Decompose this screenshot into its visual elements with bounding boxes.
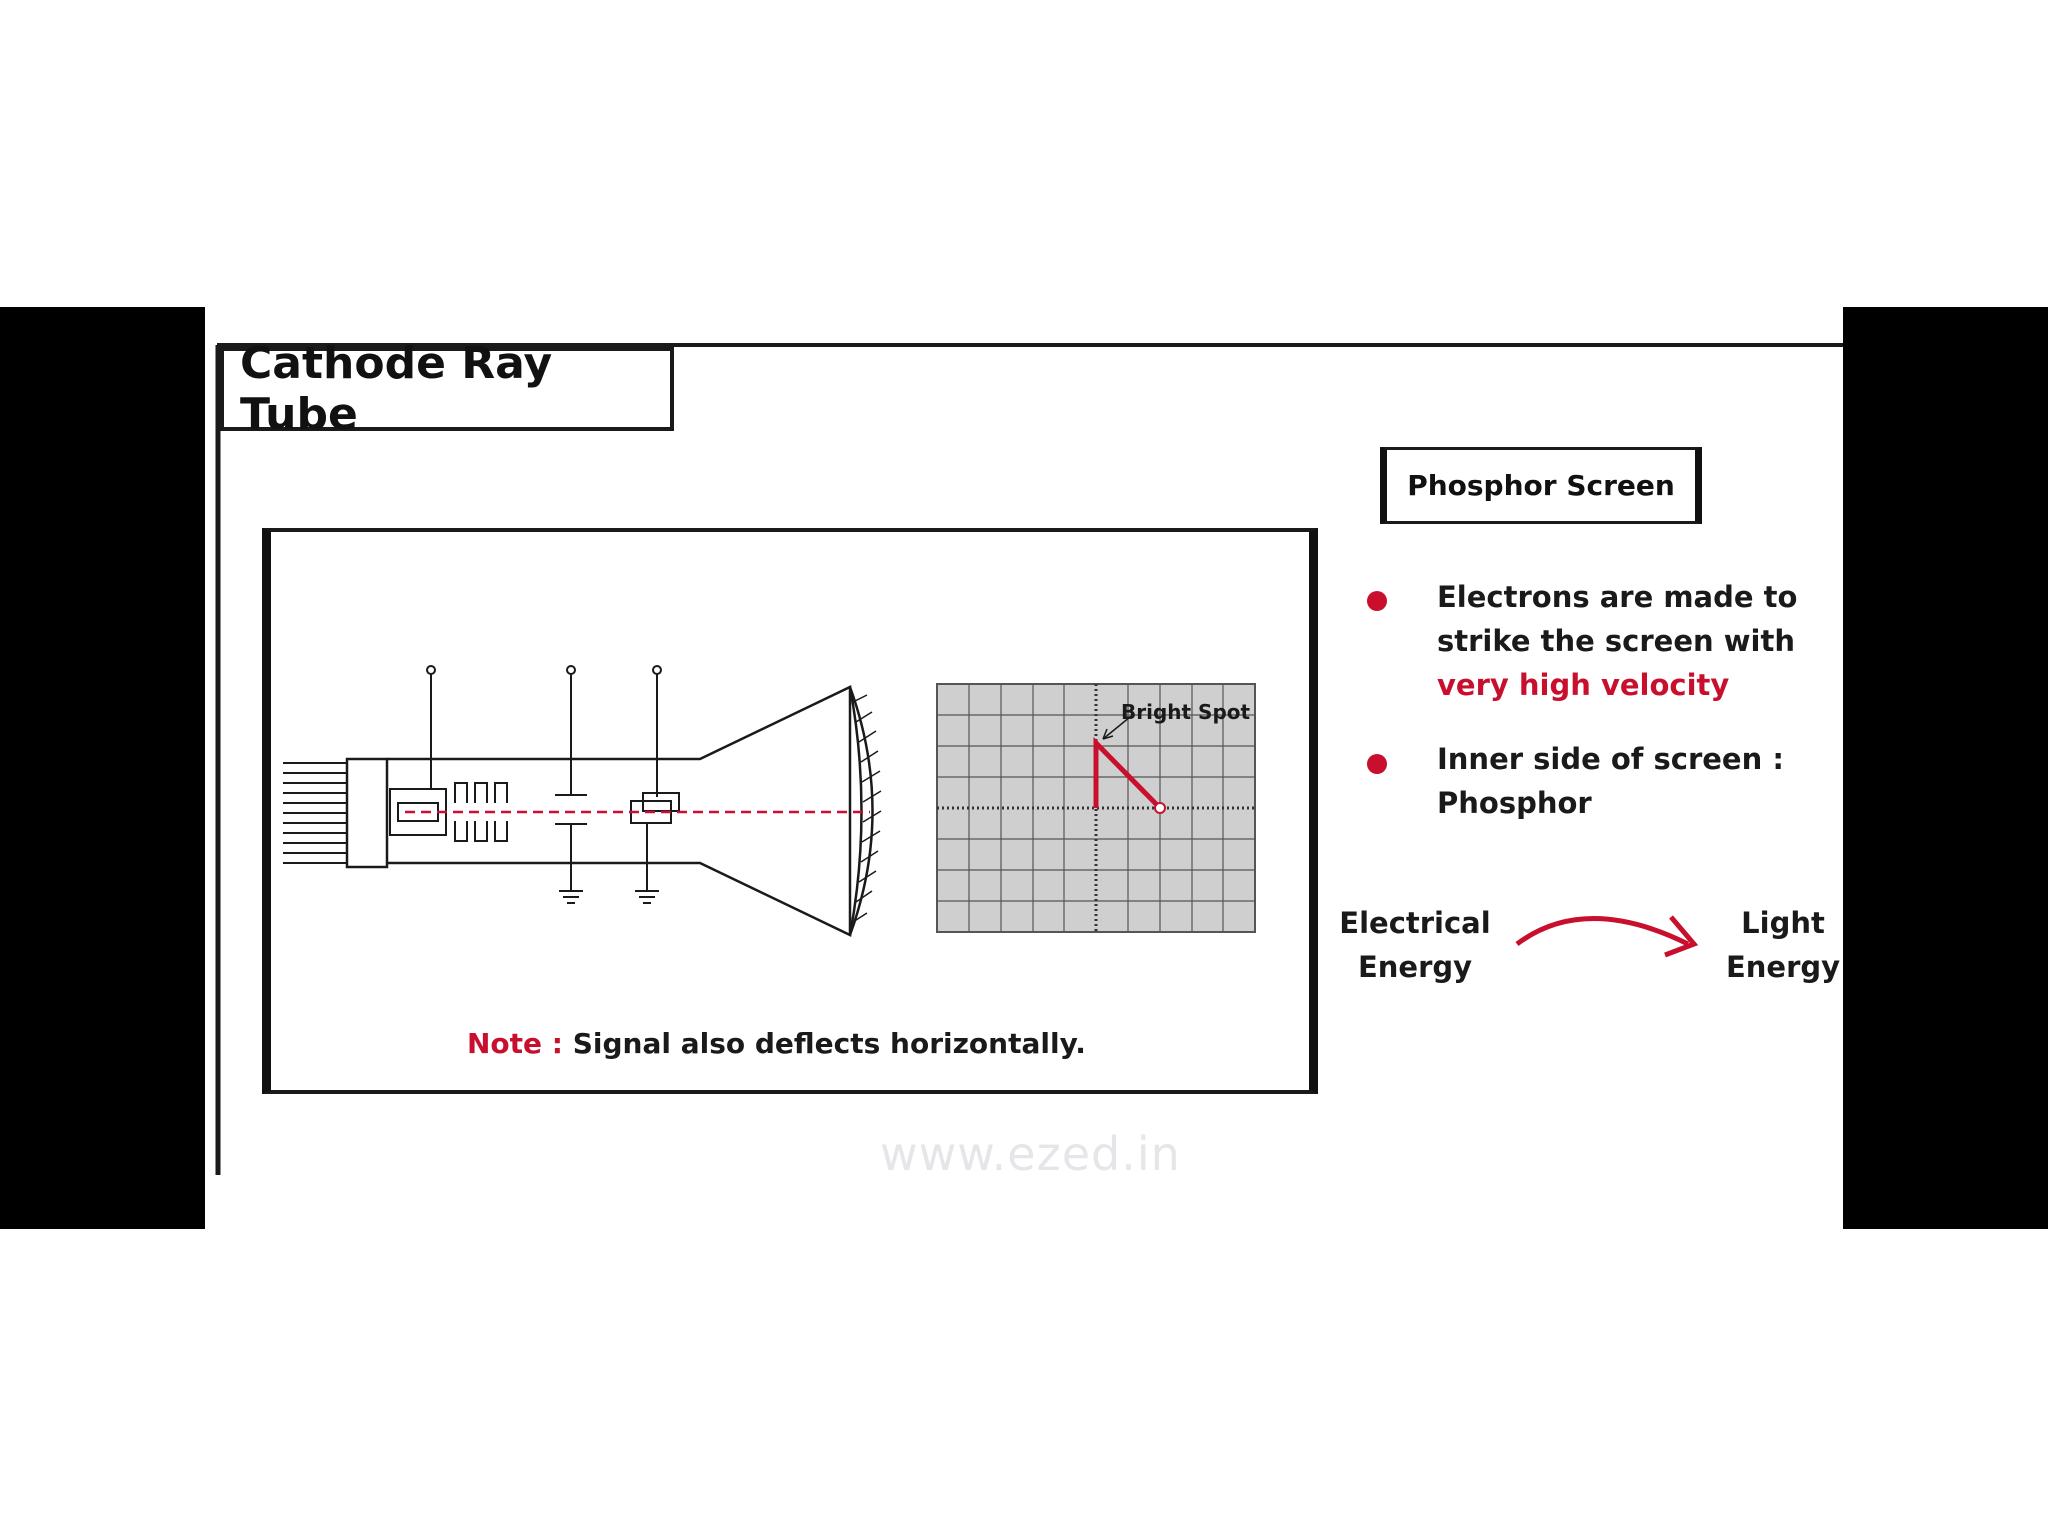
energy-to: Light Energy (1723, 901, 1843, 989)
slide-frame (215, 343, 1843, 1175)
energy-from-line2: Energy (1357, 950, 1473, 984)
diagram-frame (262, 528, 1318, 1094)
bullet-2-main: Inner side of screen : (1437, 742, 1784, 776)
transformation-arrow-icon (1515, 915, 1699, 958)
bullet-2-text: Inner side of screen : Phosphor (1437, 737, 1817, 825)
bullet-dot-icon (1367, 754, 1387, 774)
bright-spot-label: Bright Spot (1121, 700, 1251, 724)
left-letterbox (0, 307, 205, 1229)
bullet-1-main: Electrons are made to strike the screen … (1437, 580, 1798, 658)
energy-from-line1: Electrical (1339, 906, 1491, 940)
signal-trace (1093, 736, 1162, 810)
screen-hatch (852, 694, 882, 923)
energy-to-line1: Light (1741, 906, 1825, 940)
page-title: Cathode Ray Tube (219, 338, 674, 440)
bullet-dot-icon (1367, 591, 1387, 611)
connector-pins (283, 762, 347, 864)
bullet-1-text: Electrons are made to strike the screen … (1437, 575, 1817, 707)
slide: Cathode Ray Tube (205, 307, 1843, 1229)
note-text: Signal also deflects horizontally. (572, 1027, 1086, 1060)
electron-gun (389, 665, 508, 842)
oscilloscope-graticule: Bright Spot (936, 683, 1256, 933)
panel-heading: Phosphor Screen (1380, 447, 1702, 524)
crt-diagram: Bright Spot (283, 665, 1699, 958)
energy-from: Electrical Energy (1335, 901, 1495, 989)
bullet-2-second: Phosphor (1437, 786, 1592, 820)
diagram-note: Note : Signal also deflects horizontally… (467, 1027, 1086, 1060)
bullet-1-highlight: very high velocity (1437, 668, 1730, 702)
deflection-plates (555, 665, 680, 904)
watermark: www.ezed.in (880, 1127, 1181, 1181)
energy-to-line2: Energy (1725, 950, 1841, 984)
right-letterbox (1843, 307, 2048, 1229)
note-label: Note : (467, 1027, 563, 1060)
